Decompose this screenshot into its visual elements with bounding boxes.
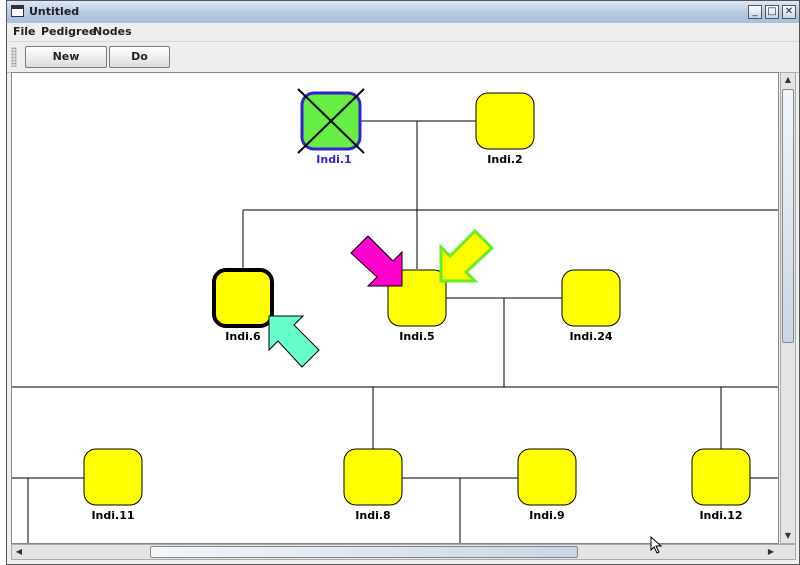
indi8-label: Indi.8 bbox=[355, 509, 391, 522]
horizontal-scroll-thumb[interactable] bbox=[150, 546, 578, 558]
indi11-label: Indi.11 bbox=[91, 509, 135, 522]
title-bar[interactable]: Untitled _ □ ✕ bbox=[7, 1, 799, 24]
new-individual-button[interactable]: New Individual bbox=[25, 46, 107, 83]
toolbar-grip[interactable] bbox=[11, 47, 17, 67]
do-layout-button[interactable]: Do Layout bbox=[109, 46, 170, 83]
window-icon bbox=[11, 5, 24, 17]
menu-pedigree[interactable]: Pedigree bbox=[41, 25, 97, 38]
pedigree-graph bbox=[12, 88, 778, 543]
yellow-marker-arrow-icon bbox=[439, 228, 495, 283]
indi2-label: Indi.2 bbox=[487, 153, 523, 166]
indi24-label: Indi.24 bbox=[569, 330, 613, 343]
indi5-label: Indi.5 bbox=[399, 330, 435, 343]
vertical-scroll-thumb[interactable] bbox=[782, 89, 794, 343]
menu-bar: File Pedigree Nodes bbox=[7, 23, 799, 40]
minimize-icon[interactable]: _ bbox=[748, 5, 762, 19]
indi6-label: Indi.6 bbox=[225, 330, 261, 343]
toolbar: New Individual Do Layout bbox=[7, 41, 799, 83]
desktop-background bbox=[0, 0, 8, 565]
app-window: Untitled _ □ ✕ File Pedigree Nodes New I… bbox=[6, 0, 800, 565]
individual-node-indi2[interactable] bbox=[475, 92, 535, 150]
individual-node-indi9[interactable] bbox=[517, 448, 577, 506]
magenta-marker-arrow-icon bbox=[350, 235, 403, 287]
horizontal-scrollbar[interactable]: ◀ ▶ bbox=[11, 544, 796, 560]
individual-node-indi12[interactable] bbox=[691, 448, 751, 506]
individual-node-indi6[interactable] bbox=[212, 268, 274, 328]
individual-node-indi11[interactable] bbox=[83, 448, 143, 506]
scroll-left-icon[interactable]: ◀ bbox=[15, 547, 23, 556]
window-title: Untitled bbox=[29, 5, 80, 18]
vertical-scrollbar[interactable]: ▲ ▼ bbox=[780, 72, 796, 544]
pedigree-lines bbox=[12, 120, 778, 543]
menu-nodes[interactable]: Nodes bbox=[93, 25, 132, 38]
scroll-up-icon[interactable]: ▲ bbox=[784, 75, 792, 84]
maximize-icon[interactable]: □ bbox=[765, 5, 779, 19]
indi9-label: Indi.9 bbox=[529, 509, 565, 522]
scroll-right-icon[interactable]: ▶ bbox=[767, 547, 775, 556]
teal-marker-arrow-icon bbox=[268, 315, 320, 368]
menu-file[interactable]: File bbox=[13, 25, 36, 38]
individual-node-indi1[interactable] bbox=[297, 88, 365, 154]
individual-node-indi8[interactable] bbox=[343, 448, 403, 506]
indi12-label: Indi.12 bbox=[699, 509, 743, 522]
pedigree-canvas[interactable]: Indi.1 Indi.2 Indi.6 Indi.5 Indi.24 Indi… bbox=[11, 72, 779, 544]
individual-node-indi24[interactable] bbox=[561, 269, 621, 327]
close-icon[interactable]: ✕ bbox=[782, 5, 796, 19]
indi1-label: Indi.1 bbox=[316, 153, 352, 166]
scroll-down-icon[interactable]: ▼ bbox=[784, 531, 792, 540]
mouse-cursor-icon bbox=[650, 536, 663, 554]
